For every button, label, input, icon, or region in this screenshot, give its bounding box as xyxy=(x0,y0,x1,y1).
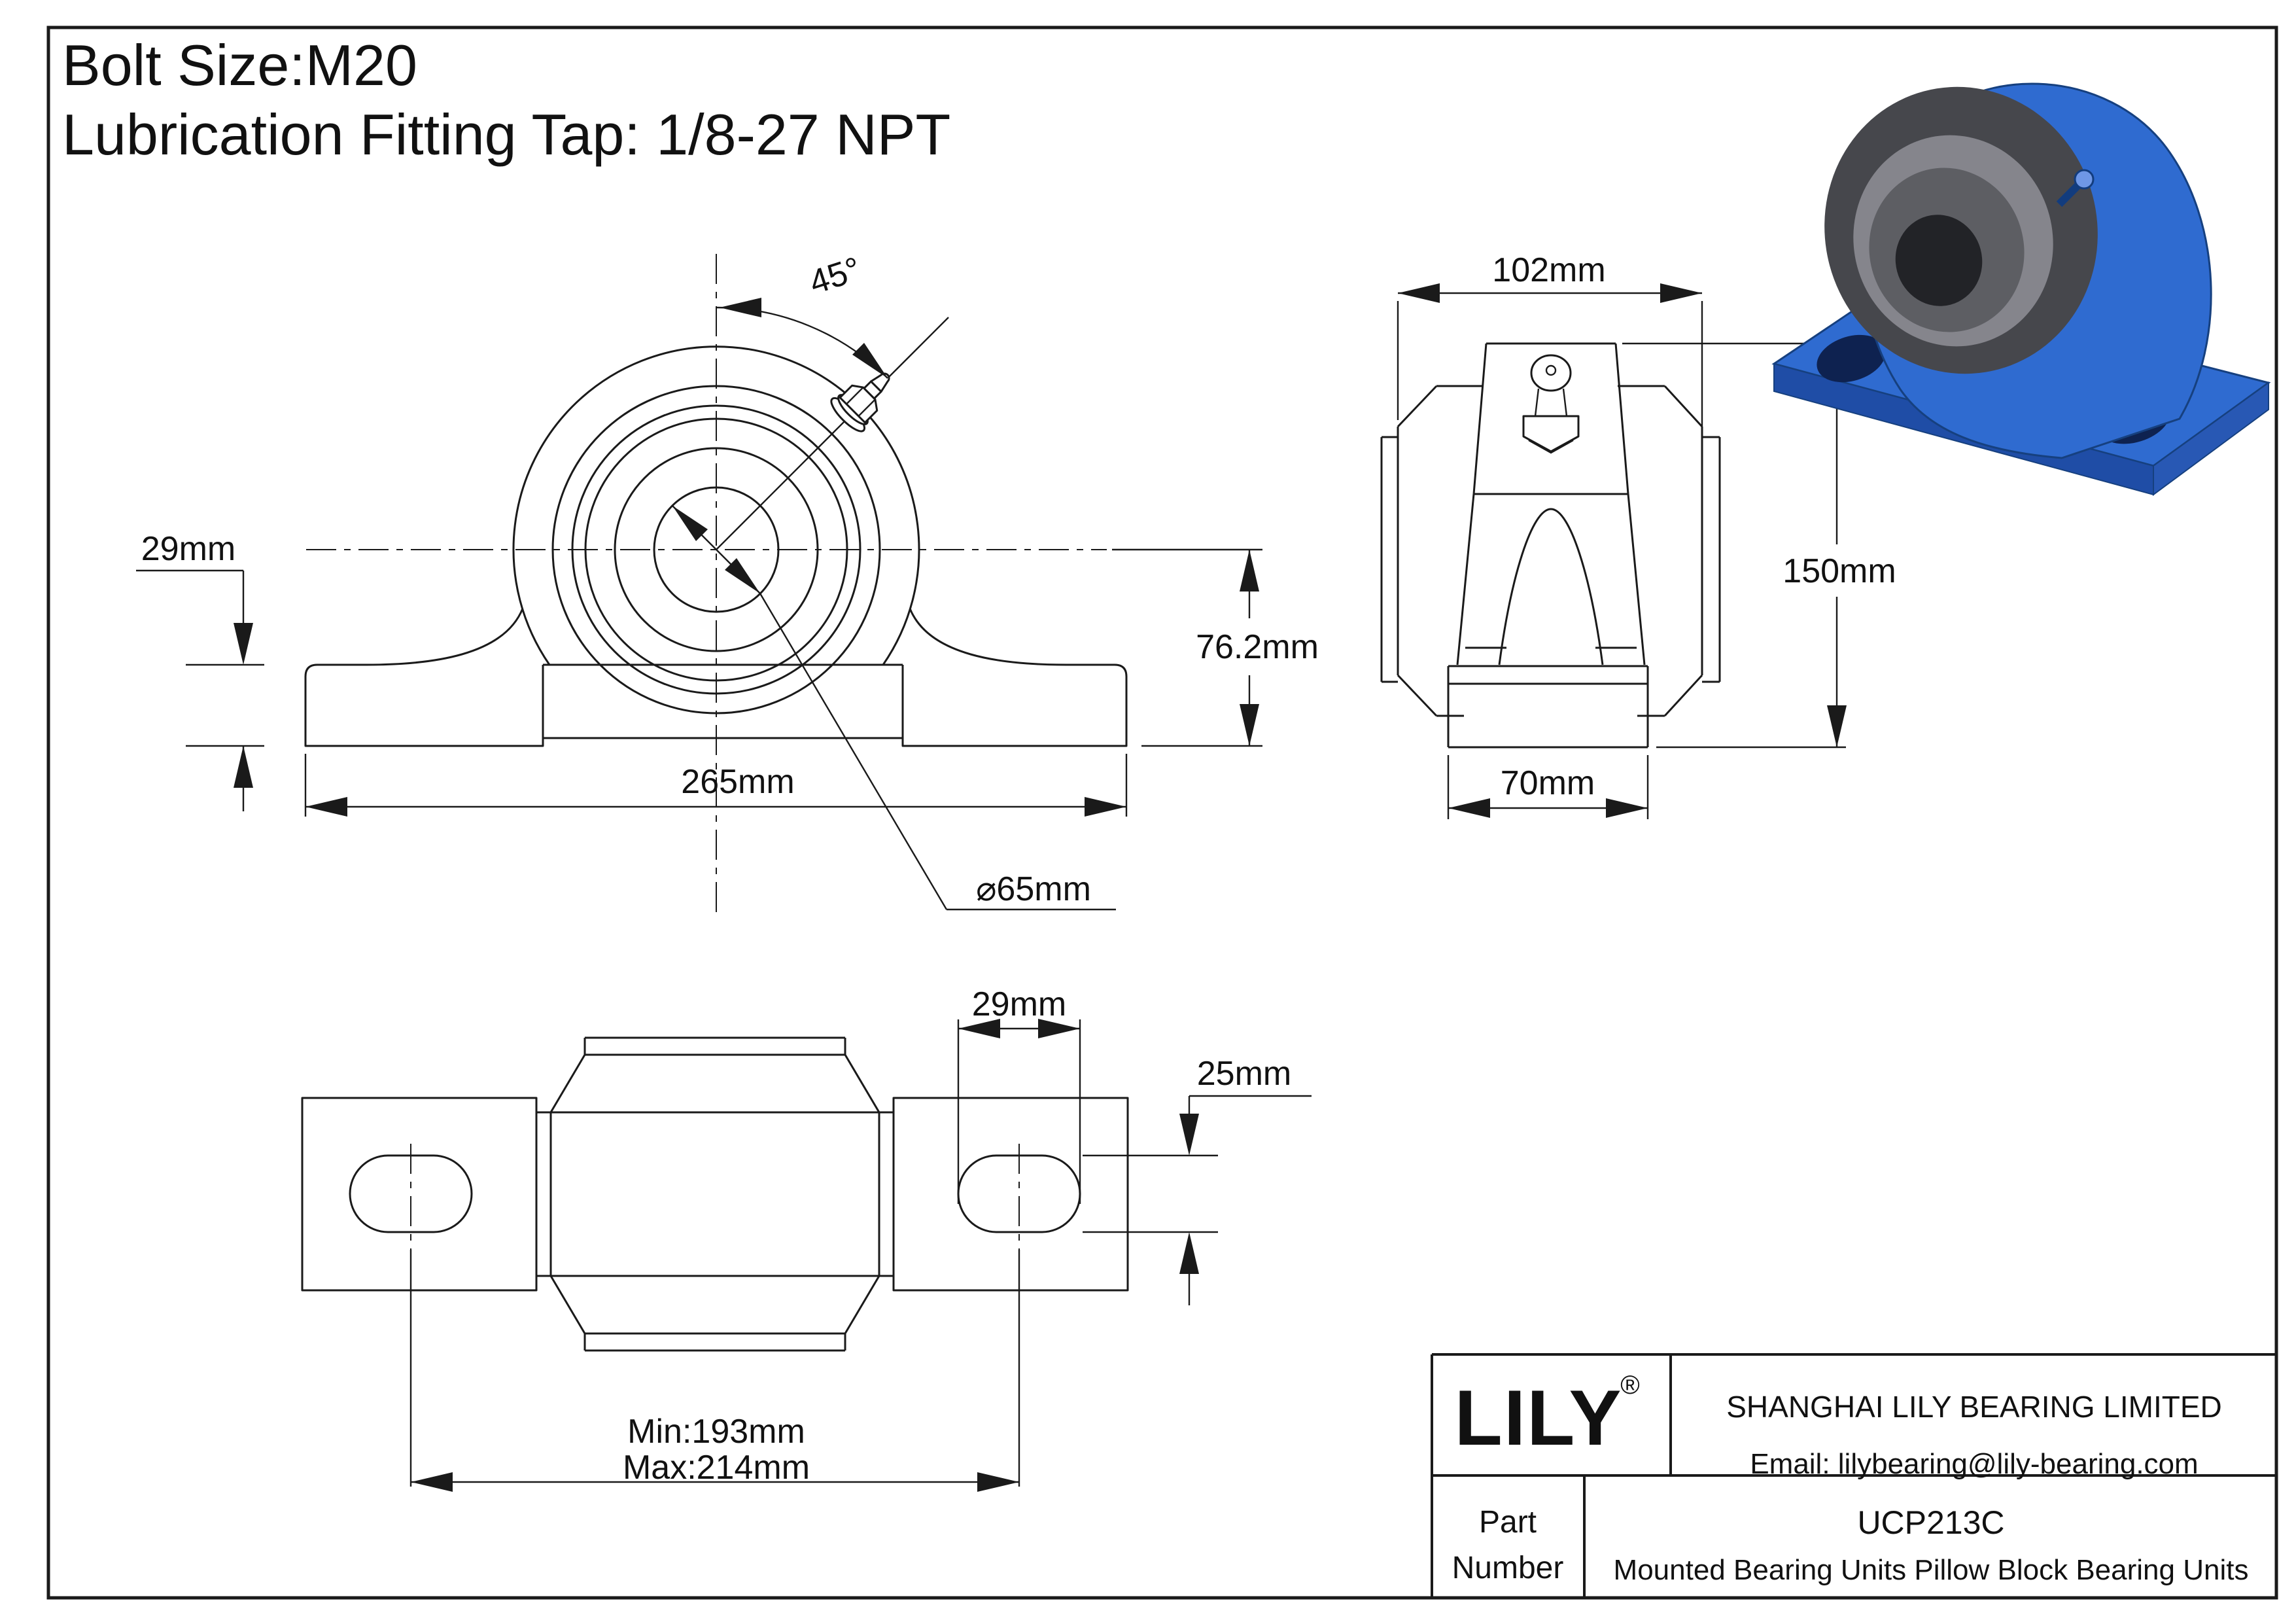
dim-side-width: 102mm xyxy=(1397,251,1703,458)
dim-bore: ⌀65mm xyxy=(672,505,1116,911)
side-arch xyxy=(1498,508,1604,665)
lubrication-tap-label: Lubrication Fitting Tap: 1/8-27 NPT xyxy=(62,102,950,167)
housing-dome-arc xyxy=(512,345,920,665)
dim-side-base: 70mm xyxy=(1447,755,1649,819)
bore-label: ⌀65mm xyxy=(976,870,1091,908)
right-leg-outline xyxy=(909,608,1067,666)
part-number-value: UCP213C xyxy=(1857,1504,2004,1541)
part-label-line2: Number xyxy=(1452,1551,1564,1585)
render-left-hole xyxy=(1817,334,1886,383)
front-view: 45° 29mm 76.2mm xyxy=(136,250,1319,917)
registered-mark-icon: ® xyxy=(1620,1371,1639,1400)
side-view: 102mm 150mm 70mm xyxy=(1380,251,1896,819)
base-width-label: 265mm xyxy=(681,763,794,801)
header: Bolt Size:M20 Lubrication Fitting Tap: 1… xyxy=(62,33,950,167)
dim-center-height: 76.2mm xyxy=(1112,548,1319,747)
center-height-label: 76.2mm xyxy=(1196,628,1319,666)
bore-circle xyxy=(653,486,780,613)
side-width-label: 102mm xyxy=(1492,251,1605,289)
grease-fitting-icon xyxy=(830,372,890,432)
dim-45-degrees: 45° xyxy=(716,250,888,379)
dim-base-width: 265mm xyxy=(304,754,1128,817)
bolt-spacing-max-label: Max:214mm xyxy=(623,1449,810,1487)
base-thickness-label: 29mm xyxy=(141,530,235,568)
bolt-size-label: Bolt Size:M20 xyxy=(62,33,417,97)
render-base-side xyxy=(2153,381,2269,496)
side-height-label: 150mm xyxy=(1783,552,1896,590)
render-zerk-icon xyxy=(2074,169,2095,190)
part-description: Mounted Bearing Units Pillow Block Beari… xyxy=(1614,1554,2249,1586)
side-grease-fitting-icon xyxy=(1522,354,1580,454)
render-3d xyxy=(1771,82,2271,496)
company-name: SHANGHAI LILY BEARING LIMITED xyxy=(1726,1390,2222,1424)
dim-bolt-spacing: Min:193mm Max:214mm xyxy=(411,1413,1019,1492)
plan-right-slot xyxy=(957,1154,1081,1233)
housing-seat-circle xyxy=(551,385,881,715)
dim-slot-length: 29mm xyxy=(957,985,1081,1204)
inner-ring-circle xyxy=(614,447,819,652)
race-circle-outer xyxy=(571,404,861,695)
page-border xyxy=(46,26,2278,1600)
render-bore xyxy=(1895,215,1983,306)
base-outline xyxy=(304,663,1128,747)
left-leg-outline xyxy=(366,608,524,666)
slot-length-label: 29mm xyxy=(972,985,1066,1023)
side-right-flange xyxy=(1618,385,1721,717)
dim-base-thickness: 29mm xyxy=(136,530,264,811)
lily-logo: LILY xyxy=(1455,1374,1623,1462)
part-label-line1: Part xyxy=(1479,1505,1537,1540)
title-block: LILY ® SHANGHAI LILY BEARING LIMITED Ema… xyxy=(1431,1353,2276,1598)
plan-right-flange xyxy=(892,1097,1129,1292)
plan-view: 29mm 25mm Min:193mm Max:214mm xyxy=(301,985,1312,1492)
plan-left-slot xyxy=(349,1154,473,1233)
bolt-spacing-min-label: Min:193mm xyxy=(627,1413,805,1451)
angle-label: 45° xyxy=(805,250,865,302)
side-base-label: 70mm xyxy=(1501,764,1595,802)
dim-slot-width: 25mm xyxy=(1083,1055,1312,1305)
plan-left-flange xyxy=(301,1097,538,1292)
side-left-flange xyxy=(1380,385,1484,717)
race-circle-inner xyxy=(584,417,848,682)
render-zerk-stem xyxy=(2056,180,2083,207)
company-email: Email: lilybearing@lily-bearing.com xyxy=(1750,1448,2198,1480)
slot-width-label: 25mm xyxy=(1197,1055,1291,1093)
